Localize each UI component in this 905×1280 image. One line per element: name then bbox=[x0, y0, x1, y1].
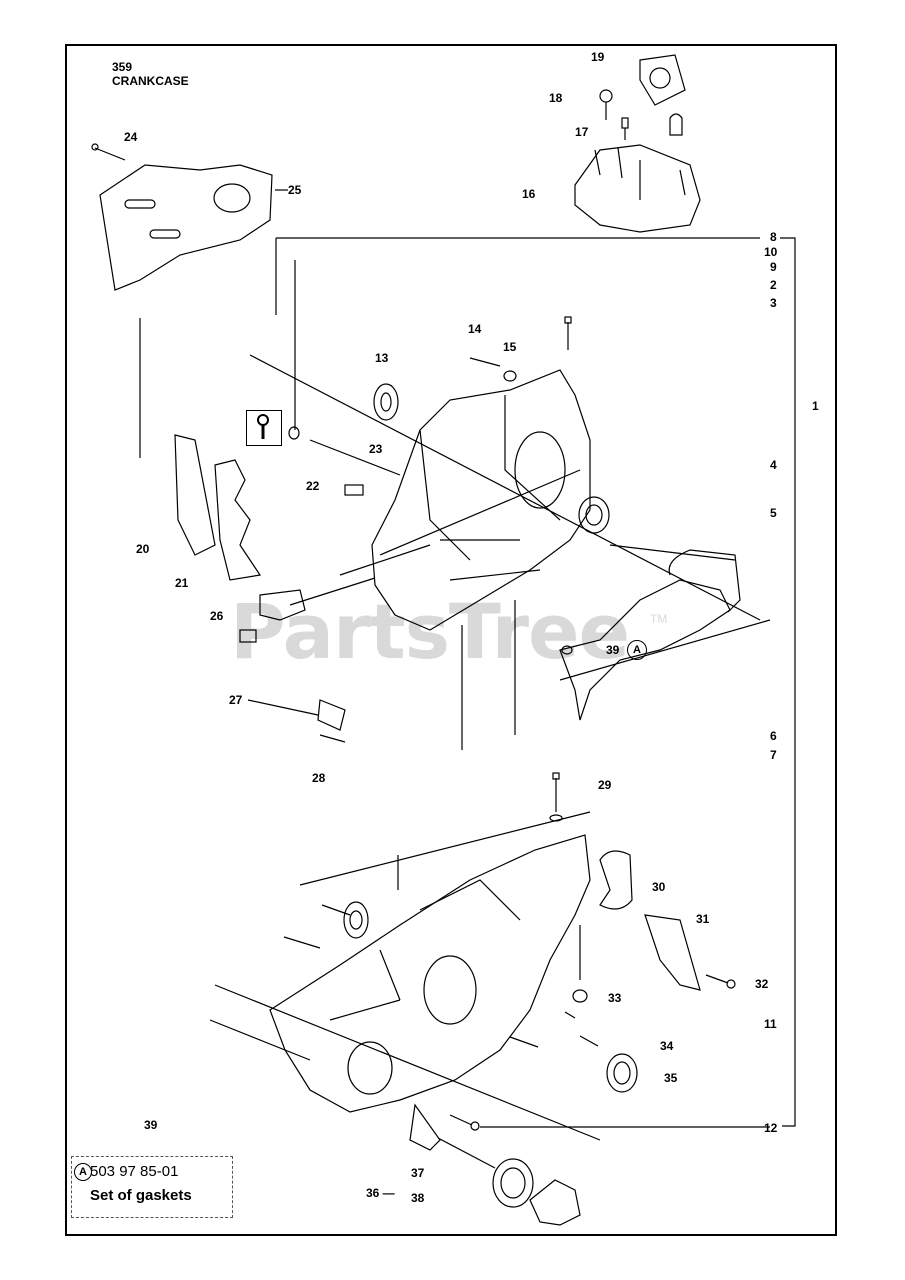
part-deflector-21 bbox=[214, 459, 262, 581]
callout-33: 33 bbox=[608, 991, 622, 1005]
bracket-1 bbox=[780, 237, 796, 1127]
callout-14: 14 bbox=[468, 322, 482, 336]
callout-22: 22 bbox=[306, 479, 320, 493]
callout-29: 29 bbox=[598, 778, 612, 792]
callout-17: 17 bbox=[575, 125, 589, 139]
part-28 bbox=[317, 699, 346, 731]
watermark-tm: TM bbox=[650, 612, 668, 626]
part-18 bbox=[599, 89, 613, 103]
section-title: CRANKCASE bbox=[112, 74, 189, 88]
part-gasket bbox=[559, 579, 731, 721]
callout-13: 13 bbox=[375, 351, 389, 365]
part-crankcase-lower bbox=[269, 834, 591, 1113]
callout-37: 37 bbox=[411, 1166, 425, 1180]
callout-38: 38 bbox=[411, 1191, 425, 1205]
callout-20: 20 bbox=[136, 542, 150, 556]
part-crankcase-upper bbox=[371, 369, 591, 631]
part-seal-lower bbox=[343, 901, 369, 939]
callout-23: 23 bbox=[369, 442, 383, 456]
part-22 bbox=[344, 484, 364, 496]
part-27 bbox=[247, 699, 319, 716]
kit-marker: A bbox=[74, 1163, 92, 1181]
page-number: 359 bbox=[112, 60, 133, 74]
callout-28: 28 bbox=[312, 771, 326, 785]
part-chain-plate bbox=[99, 164, 273, 291]
wrench-icon-glyph bbox=[257, 414, 269, 439]
callout-36: 36 — bbox=[366, 1186, 395, 1200]
callout-30: 30 bbox=[652, 880, 666, 894]
callout-32: 32 bbox=[755, 977, 769, 991]
callout-12: 12 bbox=[764, 1121, 778, 1135]
callout-27: 27 bbox=[229, 693, 243, 707]
callout-8: 8 bbox=[770, 230, 777, 244]
callout-9: 9 bbox=[770, 260, 777, 274]
kit-description: Set of gaskets bbox=[90, 1187, 192, 1204]
wrench-icon bbox=[246, 410, 282, 446]
callout-39-gasket: 39 bbox=[606, 643, 620, 657]
part-30 bbox=[599, 850, 633, 910]
kit-box: A 503 97 85-01 Set of gaskets bbox=[71, 1156, 233, 1218]
callout-26: 26 bbox=[210, 609, 224, 623]
part-grommet bbox=[669, 113, 683, 136]
callout-2: 2 bbox=[770, 278, 777, 292]
callout-1: 1 bbox=[812, 399, 819, 413]
callout-25: 25 bbox=[288, 183, 302, 197]
part-seal-5 bbox=[578, 496, 610, 534]
callout-16: 16 bbox=[522, 187, 536, 201]
part-31 bbox=[644, 914, 701, 991]
kit-part-number: 503 97 85-01 bbox=[90, 1163, 179, 1180]
callout-5: 5 bbox=[770, 506, 777, 520]
gasket-kit-marker: A bbox=[627, 640, 647, 660]
callout-24: 24 bbox=[124, 130, 138, 144]
part-cap bbox=[529, 1179, 581, 1226]
callout-7: 7 bbox=[770, 748, 777, 762]
part-26 bbox=[259, 589, 306, 621]
part-19 bbox=[639, 54, 686, 106]
part-seal-35 bbox=[606, 1053, 638, 1093]
callout-15: 15 bbox=[503, 340, 517, 354]
callout-10: 10 bbox=[764, 245, 778, 259]
callout-35: 35 bbox=[664, 1071, 678, 1085]
diagram-frame bbox=[65, 44, 837, 1236]
part-seal-13 bbox=[373, 383, 399, 421]
callout-11: 11 bbox=[764, 1017, 777, 1031]
part-17 bbox=[621, 117, 629, 129]
part-deflector-20 bbox=[174, 434, 216, 556]
callout-34: 34 bbox=[660, 1039, 674, 1053]
callout-21: 21 bbox=[175, 576, 189, 590]
callout-6: 6 bbox=[770, 729, 777, 743]
callout-18: 18 bbox=[549, 91, 563, 105]
callout-19: 19 bbox=[591, 50, 605, 64]
callout-4: 4 bbox=[770, 458, 777, 472]
part-cylinder-cover bbox=[574, 144, 701, 233]
part-37 bbox=[409, 1103, 441, 1151]
part-bolt-14 bbox=[469, 357, 501, 367]
callout-3: 3 bbox=[770, 296, 777, 310]
kit-callout: 39 bbox=[144, 1118, 158, 1132]
callout-31: 31 bbox=[696, 912, 710, 926]
part-38 bbox=[492, 1158, 534, 1208]
